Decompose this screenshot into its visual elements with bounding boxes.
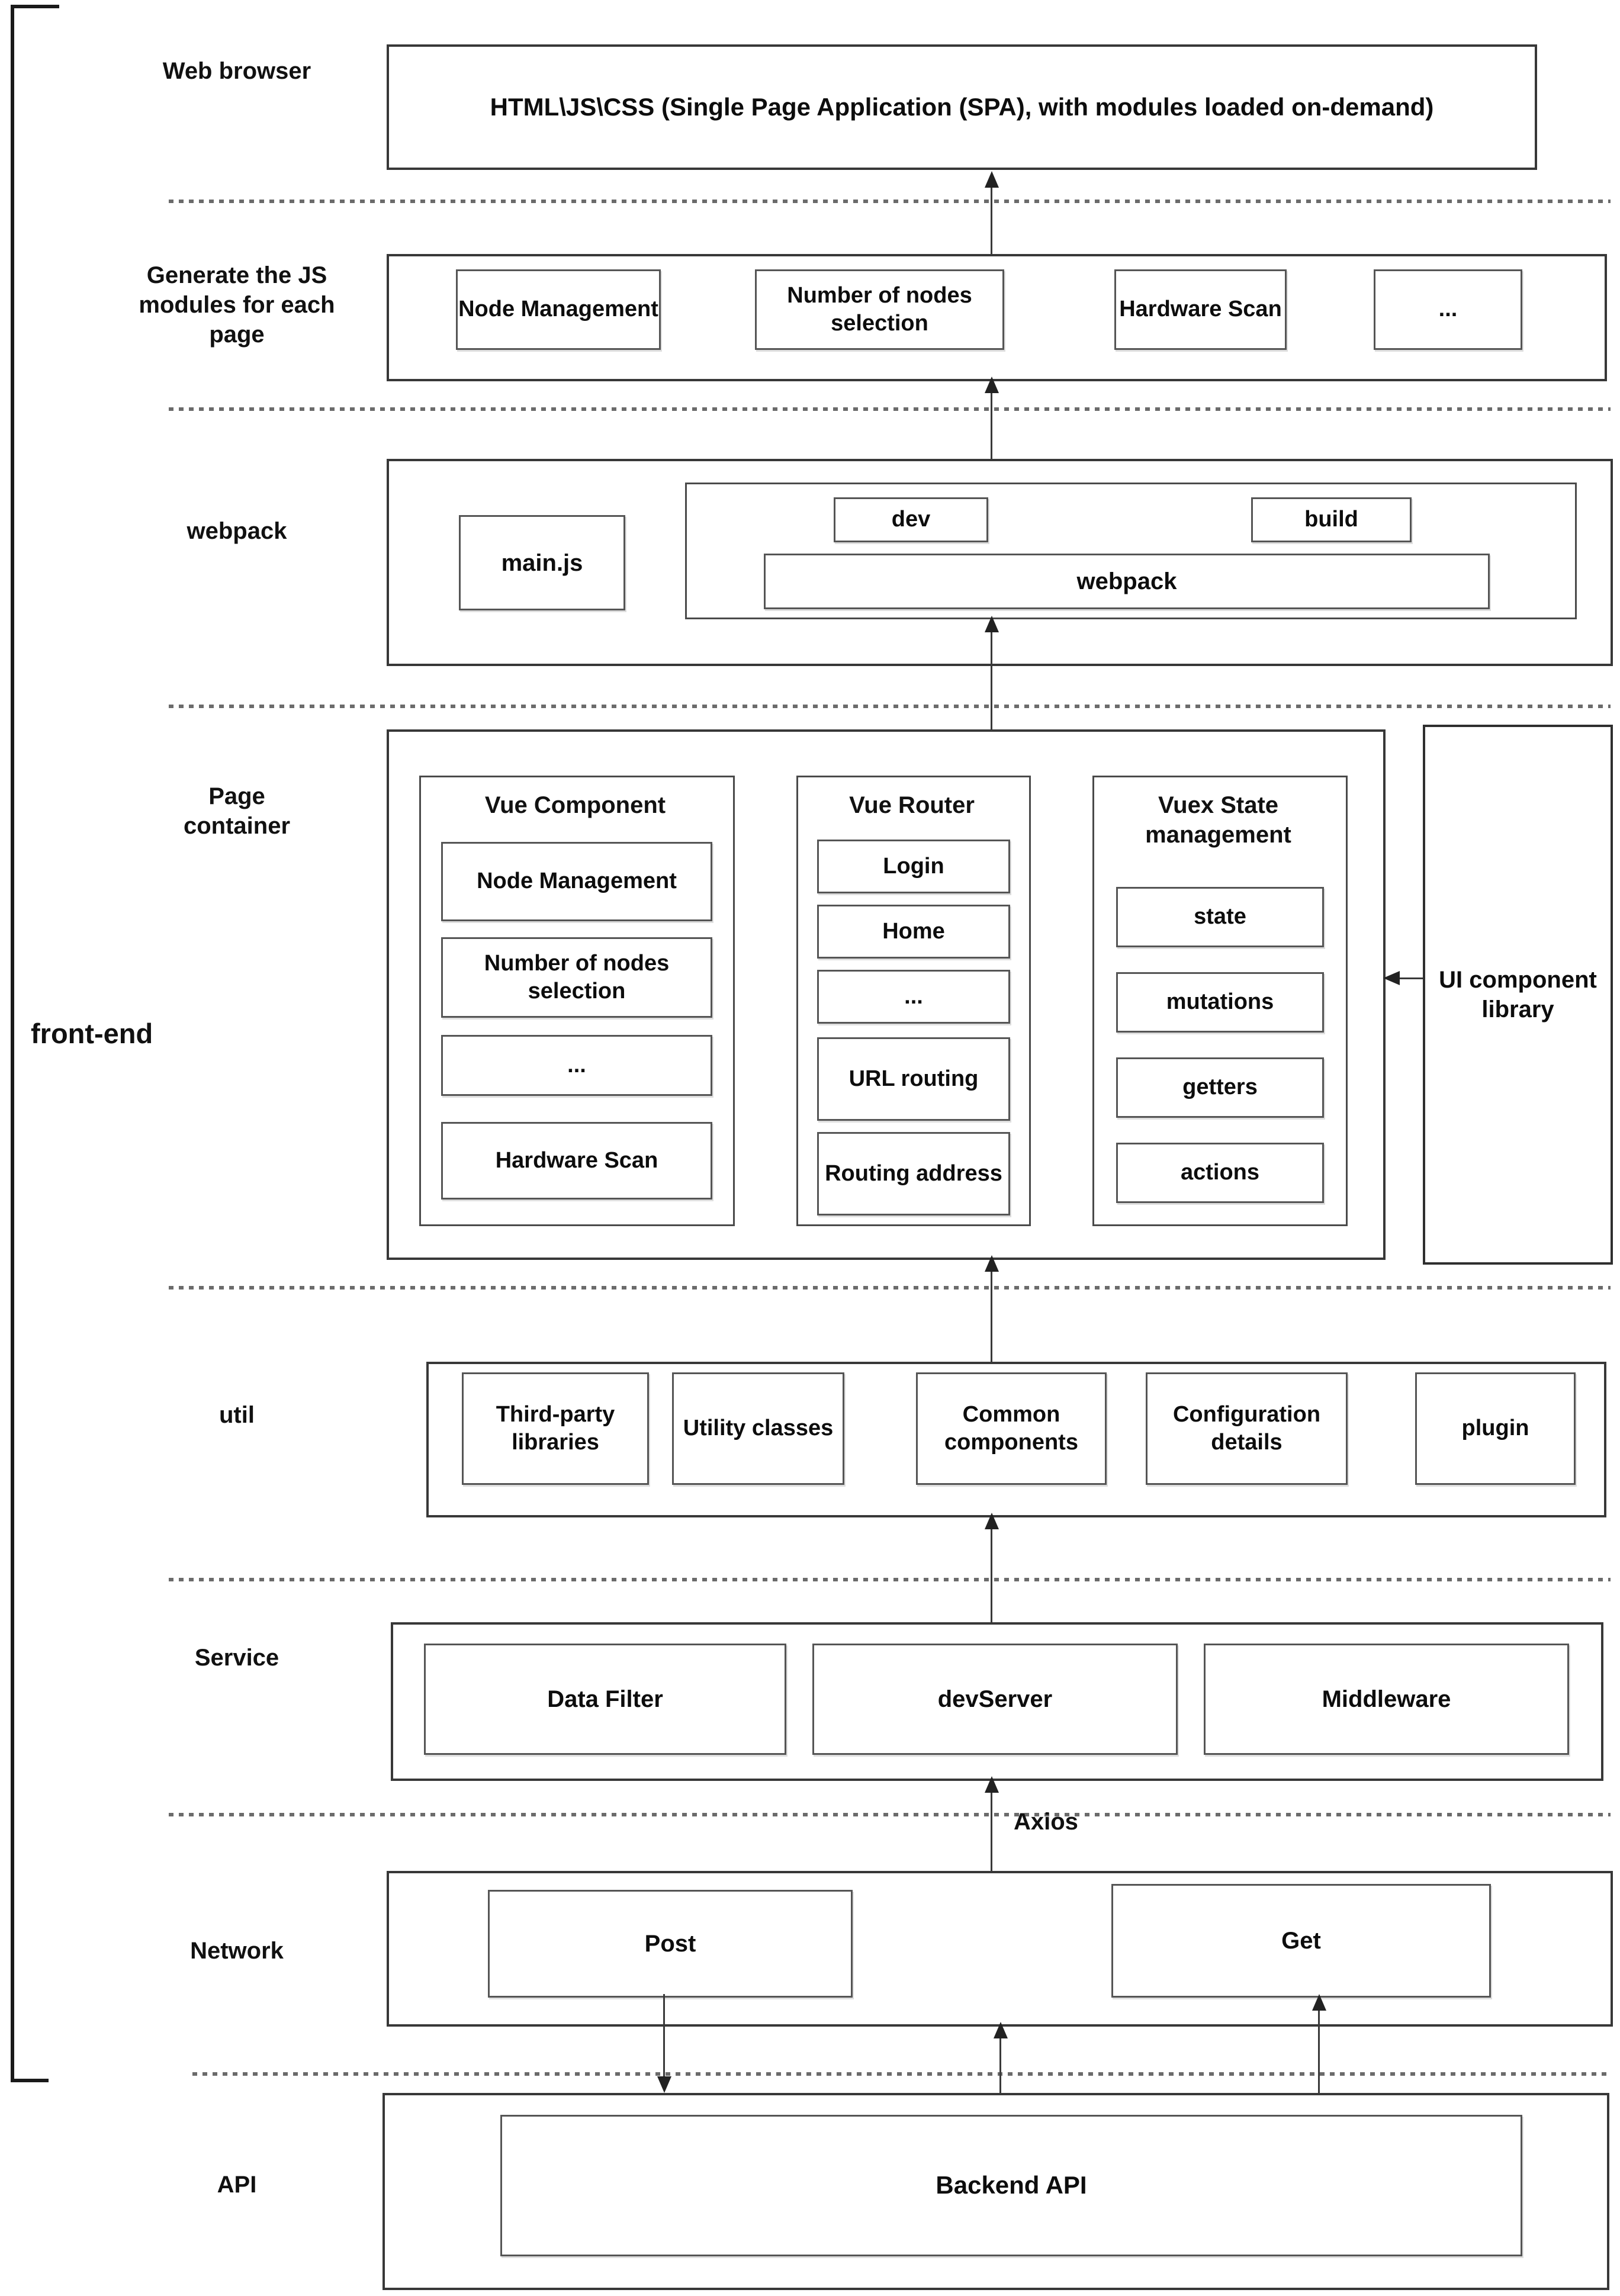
vuecomp-node-management: Node Management — [441, 842, 712, 921]
arrow-webpack-to-modules-line — [991, 392, 992, 459]
module-node-management: Node Management — [456, 269, 661, 350]
webpack-label: webpack — [187, 518, 287, 544]
vue-router-title: Vue Router — [849, 792, 975, 818]
mainjs-box: main.js — [459, 515, 625, 610]
separator-4 — [169, 1286, 1611, 1290]
arrow-util-to-pagecontainer-head — [985, 1255, 999, 1272]
ui-library-box: UI component library — [1423, 725, 1613, 1265]
module-hardware-scan: Hardware Scan — [1114, 269, 1287, 350]
arrow-axios-head — [985, 1776, 999, 1793]
vuex-title: Vuex State management — [1145, 792, 1291, 848]
arrow-api-to-network-head — [994, 2022, 1008, 2038]
axios-label: Axios — [1014, 1809, 1078, 1835]
arrow-pagecontainer-to-webpack-head — [985, 616, 999, 632]
arrow-uilib-to-pagecontainer-head — [1383, 971, 1400, 985]
front-end-bracket-line — [11, 5, 14, 2082]
service-label: Service — [194, 1645, 279, 1671]
arrow-api-to-get-line — [1318, 2009, 1320, 2093]
front-end-bracket-top-tick — [11, 5, 59, 8]
arrow-post-to-api-head — [657, 2076, 671, 2093]
service-data-filter: Data Filter — [424, 1644, 786, 1755]
service-devserver: devServer — [812, 1644, 1178, 1755]
vuecomp-number-of-nodes: Number of nodes selection — [441, 937, 712, 1018]
vuex-state: state — [1116, 887, 1324, 947]
page-container-label: Page container — [183, 783, 291, 839]
separator-6 — [169, 1813, 1611, 1816]
separator-1 — [169, 200, 1611, 203]
web-browser-box: HTML\JS\CSS (Single Page Application (SP… — [387, 44, 1537, 170]
arrow-webpack-to-modules-head — [985, 377, 999, 393]
network-post: Post — [488, 1890, 853, 1998]
util-third-party: Third-party libraries — [462, 1372, 649, 1485]
router-routing-address: Routing address — [817, 1132, 1010, 1215]
build-box: build — [1251, 497, 1412, 542]
dev-box: dev — [834, 497, 988, 542]
util-utility-classes: Utility classes — [672, 1372, 844, 1485]
service-middleware: Middleware — [1204, 1644, 1569, 1755]
network-label: Network — [190, 1938, 284, 1964]
util-common-components: Common components — [916, 1372, 1107, 1485]
router-ellipsis: ... — [817, 970, 1010, 1024]
vuecomp-hardware-scan: Hardware Scan — [441, 1122, 712, 1200]
separator-2 — [169, 407, 1611, 411]
module-ellipsis: ... — [1374, 269, 1522, 350]
arrow-service-to-util-head — [985, 1513, 999, 1529]
vue-component-title: Vue Component — [484, 792, 666, 818]
arrow-api-to-network-line — [999, 2037, 1001, 2093]
arrow-modules-to-browser-head — [985, 171, 999, 188]
module-number-of-nodes: Number of nodes selection — [755, 269, 1004, 350]
arrow-pagecontainer-to-webpack-line — [991, 631, 992, 729]
arrow-util-to-pagecontainer-line — [991, 1271, 992, 1362]
front-end-label: front-end — [31, 1018, 153, 1049]
arrow-uilib-to-pagecontainer-line — [1399, 977, 1423, 979]
separator-5 — [169, 1578, 1611, 1581]
util-configuration-details: Configuration details — [1146, 1372, 1348, 1485]
webpack-bar: webpack — [764, 554, 1490, 609]
router-url-routing: URL routing — [817, 1037, 1010, 1121]
vuex-actions: actions — [1116, 1143, 1324, 1203]
backend-api-box: Backend API — [500, 2115, 1522, 2256]
vuex-getters: getters — [1116, 1057, 1324, 1118]
arrow-axios-line — [991, 1792, 992, 1871]
arrow-service-to-util-line — [991, 1528, 992, 1622]
util-plugin: plugin — [1415, 1372, 1576, 1485]
separator-3 — [169, 705, 1611, 708]
arrow-api-to-get-head — [1312, 1994, 1326, 2011]
api-label: API — [217, 2172, 257, 2198]
arrow-post-to-api-line — [663, 1994, 665, 2078]
network-get: Get — [1111, 1884, 1491, 1998]
separator-7 — [192, 2072, 1611, 2076]
router-login: Login — [817, 840, 1010, 893]
vuex-mutations: mutations — [1116, 972, 1324, 1033]
util-label: util — [219, 1402, 255, 1428]
front-end-bracket-bottom-tick — [11, 2079, 49, 2082]
modules-label: Generate the JS modules for each page — [139, 262, 335, 348]
web-browser-label: Web browser — [162, 58, 311, 84]
arrow-modules-to-browser-line — [991, 186, 992, 254]
vuecomp-ellipsis: ... — [441, 1035, 712, 1096]
router-home: Home — [817, 905, 1010, 959]
